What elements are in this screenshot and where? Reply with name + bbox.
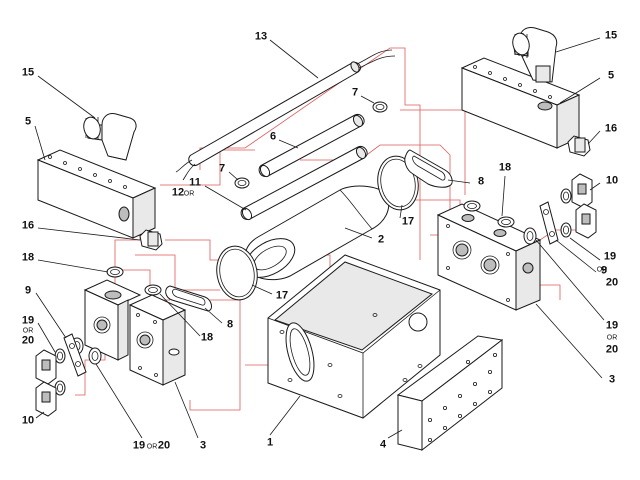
part-13-rod [175,49,396,181]
part-3-left-rear-block [83,279,142,361]
part-label-l9a: 9 [600,264,608,277]
part-1-main-box [267,254,441,419]
part-label-l16b: 16 [21,219,35,232]
part-label-l1: 1 [266,436,274,449]
part-label-l2: 2 [377,233,385,246]
part-label-l5a: 5 [607,69,615,82]
part-label-lor2: OR [596,266,608,274]
part-label-l3b: 3 [199,439,207,452]
part-label-l19c: 19 [605,319,619,332]
part-label-l13a: 13 [254,30,268,43]
part-label-l17b: 17 [275,289,289,302]
part-label-l17a: 17 [401,215,415,228]
part-label-lor3: OR [22,327,34,335]
part-label-l15b: 15 [21,66,35,79]
part-label-l16a: 16 [604,122,618,135]
part-5-right-manifold [460,57,581,149]
part-9-right-gasket [539,201,559,245]
part-10-right-flanges [571,173,597,239]
part-label-lor5: OR [146,443,158,451]
part-label-l20b: 20 [21,334,35,347]
part-label-l18c: 18 [200,331,214,344]
part-label-l20c: 20 [605,343,619,356]
part-label-l7b: 7 [218,162,226,175]
part-3-left-block [128,294,187,386]
part-label-l20d: 20 [157,439,171,452]
part-5-left-manifold [36,149,157,239]
part-9-left-gasket [63,333,87,377]
part-16-right-plug [567,135,591,157]
part-label-l19b: 19 [21,314,35,327]
part-7-orings [234,101,388,189]
part-label-l18b: 18 [21,251,35,264]
part-label-l8b: 8 [226,318,234,331]
part-label-l4: 4 [379,438,387,451]
part-label-l19a: 19 [603,250,617,263]
part-label-lor4: OR [606,334,618,342]
part-16-left-plug [139,229,163,251]
part-label-l7a: 7 [351,86,359,99]
part-label-l5b: 5 [24,115,32,128]
part-label-l6: 6 [269,130,277,143]
part-label-l15a: 15 [604,29,618,42]
part-6-tube [258,113,365,178]
part-15-right-elbow [512,27,558,83]
part-4-cover-plate [396,335,504,452]
part-label-l10b: 10 [21,414,35,427]
part-18-19-right-washers [463,188,572,245]
part-label-l9b: 9 [24,284,32,297]
part-label-l3a: 3 [608,373,616,386]
part-11-tube [240,145,368,221]
part-label-l8a: 8 [477,175,485,188]
part-label-l20a: 20 [605,276,619,289]
part-3-right-block [436,203,542,311]
leader-lines [34,37,605,439]
part-label-l10a: 10 [605,174,619,187]
part-label-l19d: 19 [132,439,146,452]
part-10-left-flanges [35,349,57,417]
part-label-l11: 11 [189,176,201,189]
part-label-l18a: 18 [498,161,512,174]
part-15-left-elbow [83,113,137,161]
part-label-lor1: OR [183,190,195,198]
part-label-l12: 12 [171,186,185,199]
